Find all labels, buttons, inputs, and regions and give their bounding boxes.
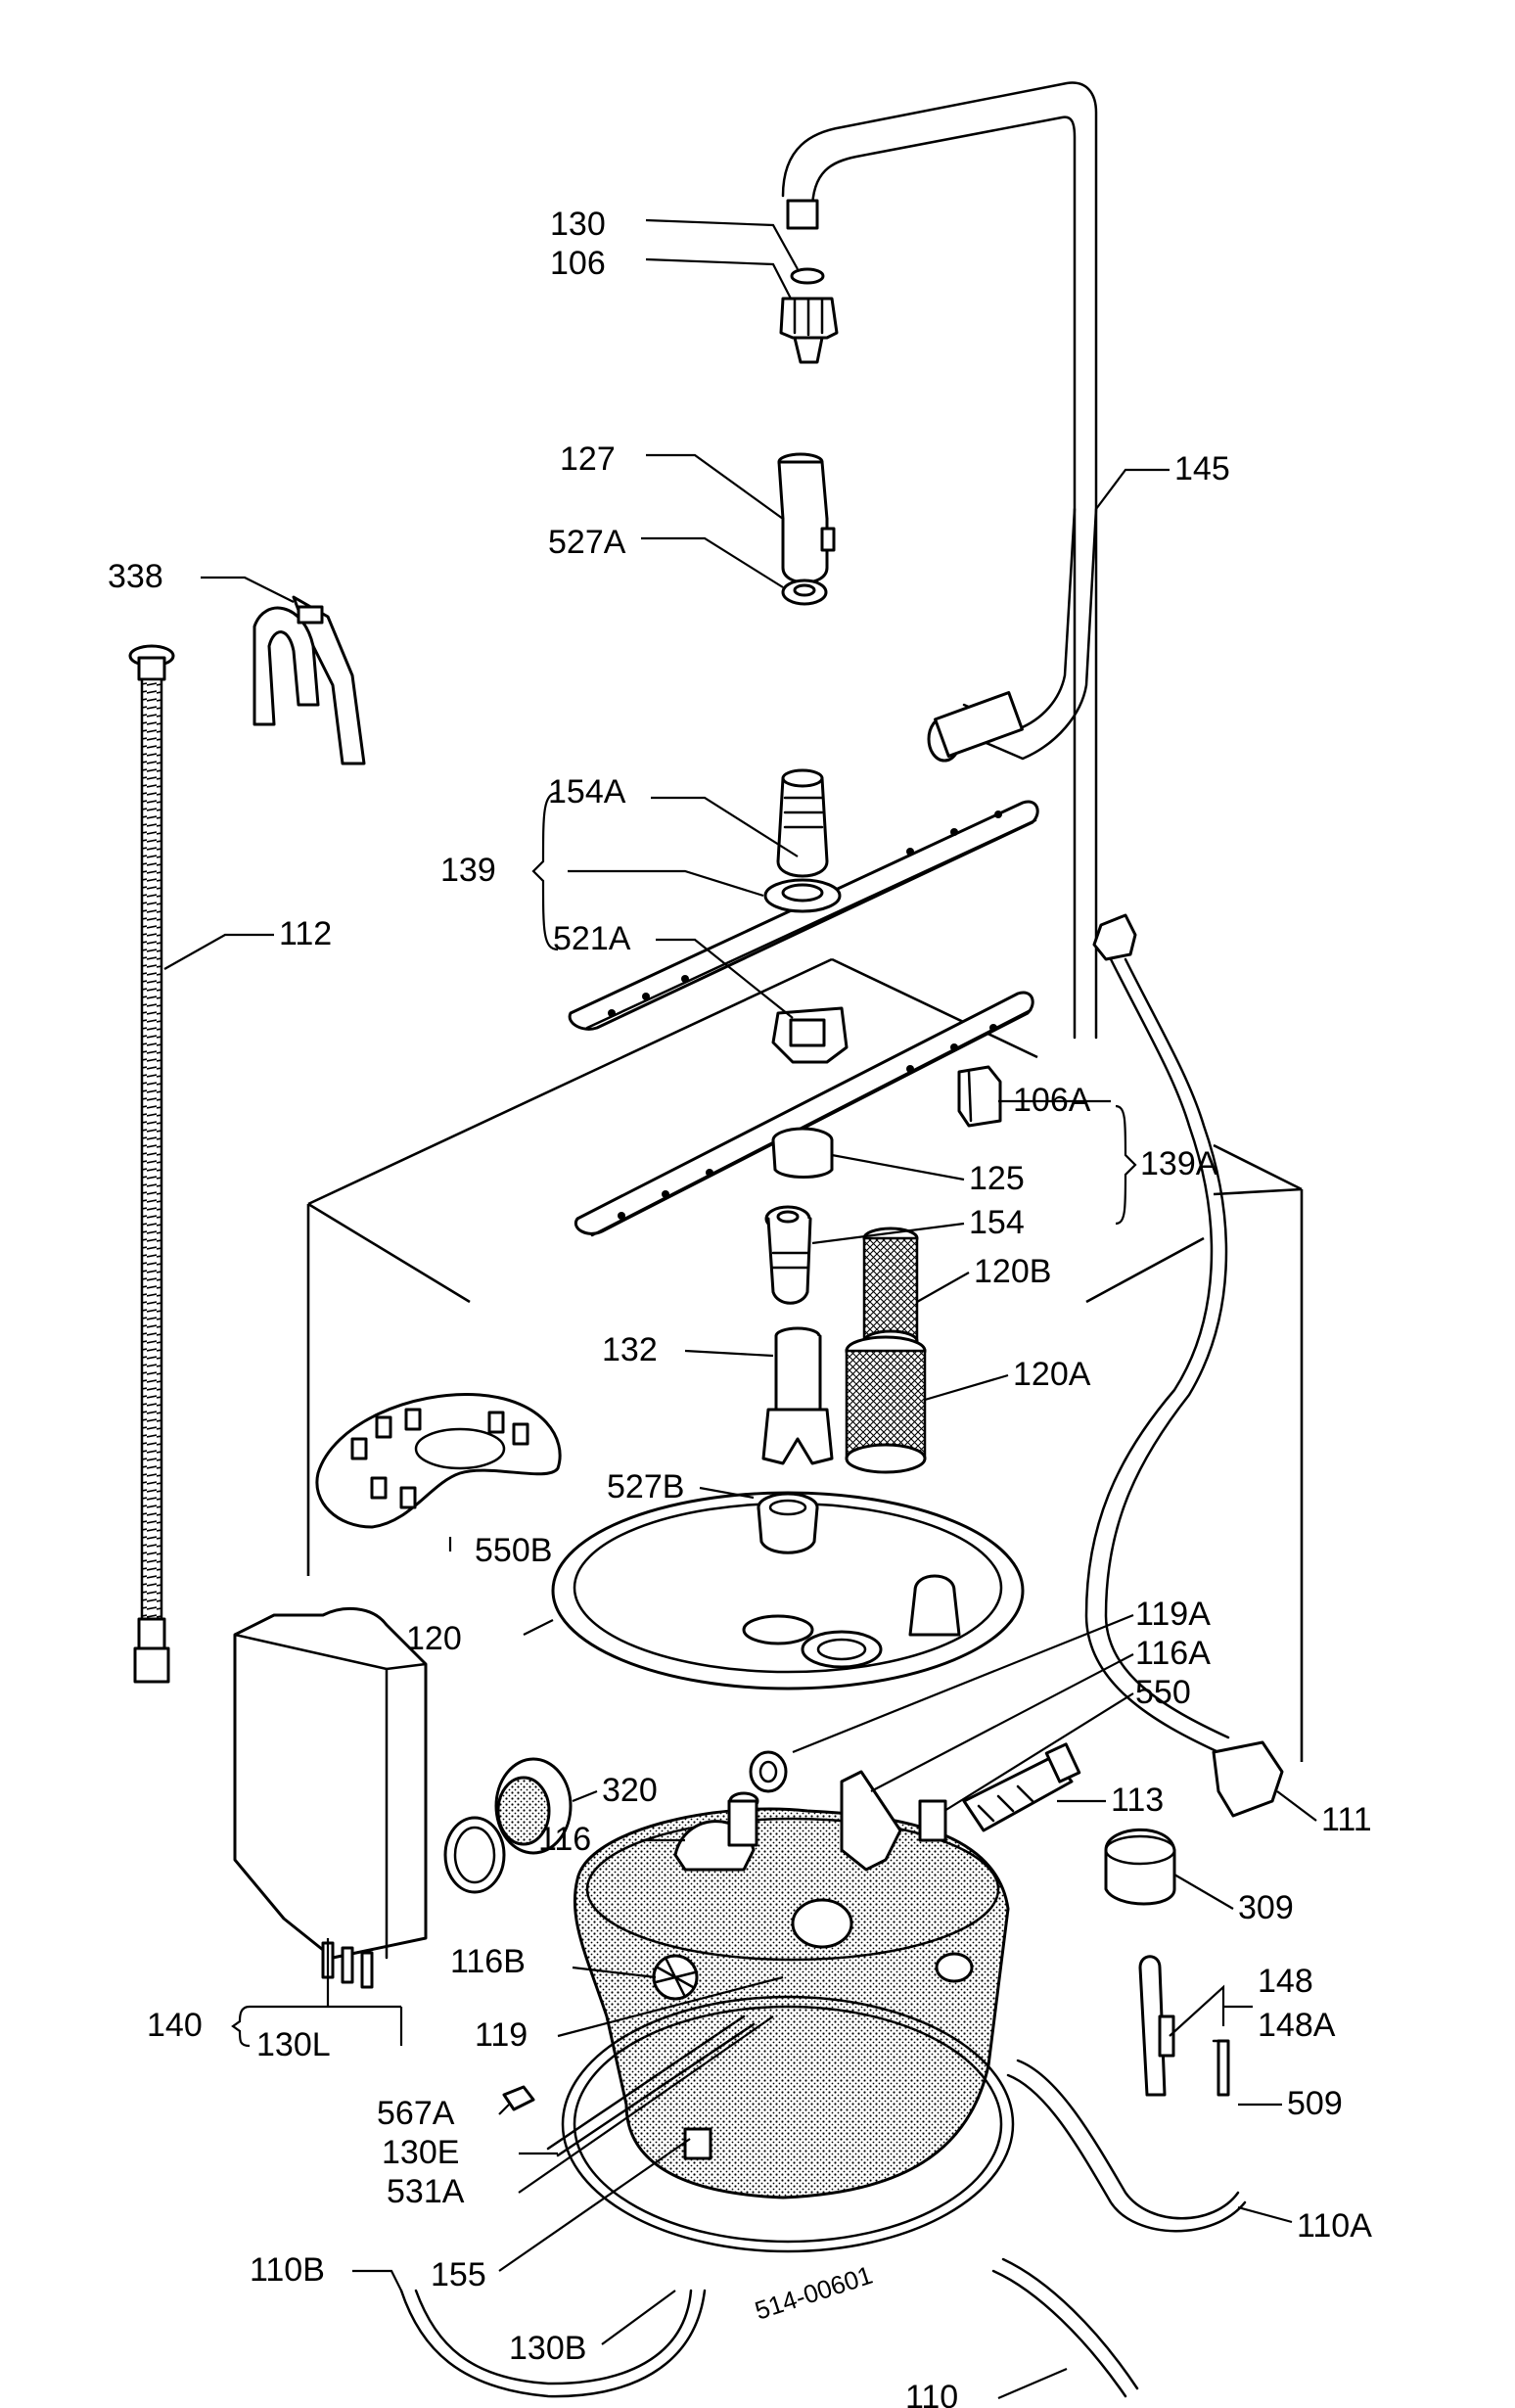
clip-338 [252,595,366,765]
label-110B: 110B [250,2251,325,2289]
inlet-hose-111 [1084,913,1284,1818]
label-527B: 527B [607,1468,684,1505]
cap-116 [673,1791,759,1872]
gasket-130B [561,1995,1015,2253]
label-120A: 120A [1013,1356,1091,1393]
label-125: 125 [969,1160,1025,1197]
label-130: 130 [550,206,606,243]
label-116B: 116B [450,1943,526,1980]
bracket-148 [1138,1955,1175,2097]
filter-cap-320 [494,1757,573,1855]
tube-132 [761,1326,834,1465]
plate-120 [551,1491,1025,1690]
label-320: 320 [602,1772,658,1809]
label-338: 338 [108,558,163,595]
filter-120B [862,1227,919,1353]
label-113: 113 [1111,1782,1164,1819]
label-521A: 521A [553,920,631,957]
water-tank-140 [233,1606,428,1989]
label-154: 154 [969,1204,1025,1241]
hose-110A [1006,2059,1247,2233]
label-130B: 130B [509,2330,586,2367]
sump-assembly [573,1807,1010,2200]
label-154A: 154A [548,773,626,810]
spray-arm-139A [574,991,1034,1237]
label-119: 119 [475,2016,528,2054]
label-127: 127 [560,440,616,478]
label-509: 509 [1287,2085,1343,2122]
label-106: 106 [550,245,606,282]
label-132: 132 [602,1331,658,1368]
filter-120A [845,1335,927,1474]
label-116A: 116A [1135,1635,1211,1672]
label-550: 550 [1135,1674,1191,1711]
label-106A: 106A [1013,1082,1091,1119]
hose-110B [399,2289,707,2398]
part-116A [840,1770,902,1872]
label-110A: 110A [1297,2207,1372,2245]
rod-130E [546,2014,756,2157]
corrugated-hose-112 [128,644,175,1684]
washer-130 [790,267,825,285]
label-130L: 130L [256,2026,331,2063]
label-148A: 148A [1258,2007,1336,2044]
cap-309 [1104,1828,1176,1906]
bracket-521A [771,1006,849,1064]
hose-113 [962,1742,1081,1832]
valve-119A [749,1750,788,1793]
ring-527A [781,579,828,606]
bracket-140 [231,2005,251,2048]
label-120: 120 [406,1620,462,1657]
label-148: 148 [1258,1963,1313,2000]
label-309: 309 [1238,1889,1294,1926]
ring-527B [757,1492,819,1554]
ring-125 [771,1127,834,1179]
label-120B: 120B [974,1253,1051,1290]
leader-lines [163,218,1317,2400]
label-130E: 130E [382,2134,459,2171]
label-550B: 550B [475,1532,552,1569]
hose-110 [991,2257,1139,2398]
upper-spray-pipe-145 [781,81,1098,1040]
label-111: 111 [1321,1801,1372,1838]
bracket-140-line [250,2005,403,2046]
bracket-139A [1115,1104,1137,1226]
cabinet-outline [306,957,1304,1762]
label-145: 145 [1174,450,1230,487]
label-155: 155 [431,2256,486,2293]
label-531A: 531A [387,2173,465,2210]
deflector-550B [315,1393,562,1529]
label-119A: 119A [1135,1596,1211,1633]
cap-106A [957,1065,1002,1128]
label-527A: 527A [548,524,626,561]
part-labels: 130 106 127 527A 145 338 112 154A 139 52… [108,206,1372,2408]
nut-106 [779,297,839,364]
part-550 [918,1799,947,1842]
part-567A [502,2085,535,2111]
hub-154A [776,768,829,878]
spray-arm-139 [568,800,1039,1031]
label-139A: 139A [1140,1145,1218,1182]
nozzle-154 [764,1205,812,1305]
label-112: 112 [279,915,332,952]
label-116: 116 [538,1821,591,1858]
drawing-code: 514-00601 [752,2260,877,2326]
label-567A: 567A [377,2095,455,2132]
connector-127 [777,452,836,584]
label-110: 110 [905,2379,958,2408]
pin-509 [1212,2039,1230,2097]
label-140: 140 [147,2007,203,2044]
label-139: 139 [440,852,496,889]
seal-130L [443,1816,506,1894]
bracket-139 [531,791,559,951]
